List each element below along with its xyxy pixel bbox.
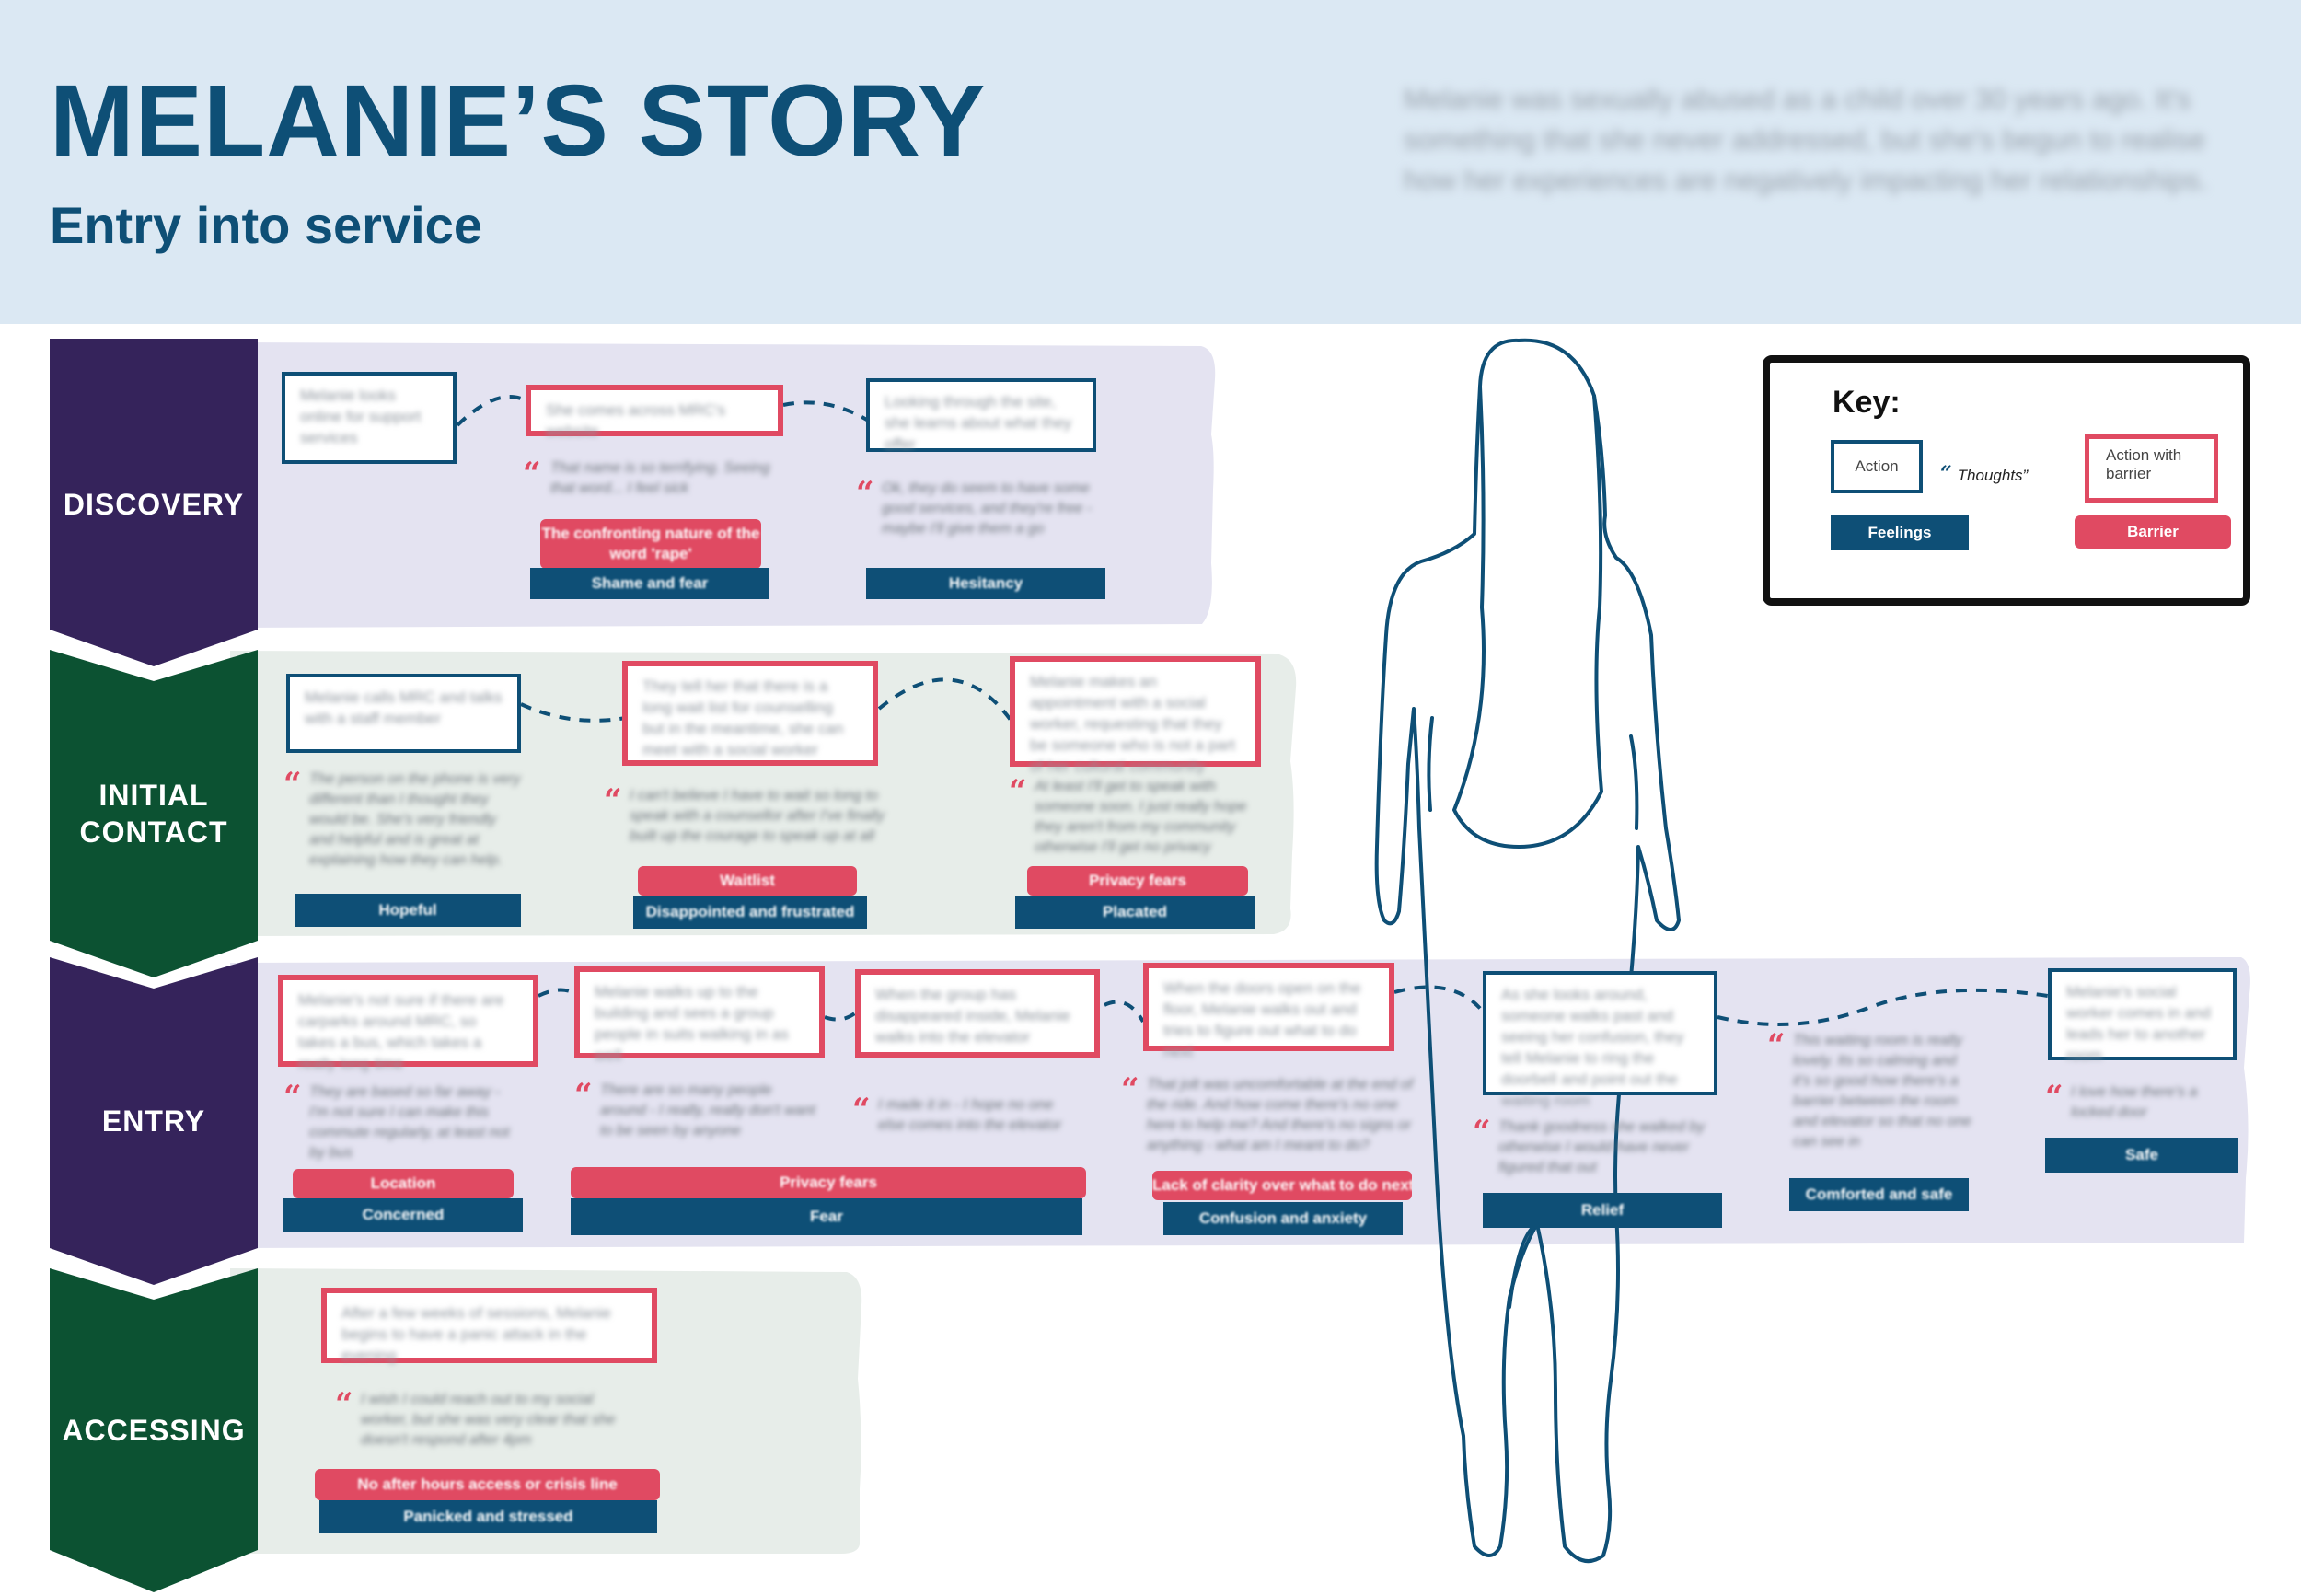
initial-contact-step-1-feeling: Hopeful: [295, 894, 521, 927]
initial-contact-step-2-barrier: Waitlist: [638, 866, 857, 896]
initial-contact-step-3-feeling: Placated: [1015, 896, 1255, 929]
discovery-step-2-thought: That name is so terrifying. Seeing that …: [550, 460, 770, 496]
entry-step-1-thought: They are based so far away - I'm not sur…: [309, 1084, 510, 1161]
accessing-step-1-feeling: Panicked and stressed: [319, 1500, 657, 1533]
stage-entry-label: ENTRY: [101, 1104, 206, 1138]
accessing-step-1-barrier: No after hours access or crisis line: [315, 1469, 660, 1500]
step-text: They tell her that there is a long wait …: [642, 677, 844, 758]
entry-step-6-thought: This waiting room is really lovely. Its …: [1793, 1033, 1971, 1150]
initial-contact-step-1-action: Melanie calls MRC and talks with a staff…: [286, 674, 521, 753]
quote-icon: “: [852, 1092, 871, 1128]
key-action-swatch: Action: [1831, 440, 1923, 493]
step-text: Melanie makes an appointment with a soci…: [1030, 673, 1236, 775]
legend-key: Key: Action “Thoughts” Action with barri…: [1763, 355, 2250, 606]
quote-icon: “: [335, 1386, 353, 1423]
quote-icon: “: [604, 782, 622, 819]
discovery-step-3-feeling: Hesitancy: [866, 568, 1105, 599]
stage-discovery-chevron: DISCOVERY: [50, 339, 260, 670]
quote-icon: “: [1009, 773, 1027, 810]
step-text: Looking through the site, she learns abo…: [885, 393, 1072, 453]
quote-icon: “: [283, 766, 302, 803]
header-banner: [0, 0, 2301, 324]
entry-step-2-thought: There are so many people around - I real…: [600, 1082, 815, 1139]
step-text: Melanie's not sure if there are carparks…: [298, 991, 504, 1072]
intro-text: Melanie was sexually abused as a child o…: [1404, 83, 2208, 196]
initial-contact-step-3-thought: At least I'll get to speak with someone …: [1035, 779, 1247, 855]
step-text: When the group has disappeared inside, M…: [875, 986, 1070, 1046]
step-text: Melanie calls MRC and talks with a staff…: [305, 688, 503, 727]
key-feelings-swatch: Feelings: [1831, 515, 1969, 550]
entry-step-7-feeling: Safe: [2045, 1138, 2238, 1173]
quote-icon: “: [1940, 462, 1952, 486]
discovery-step-3-action: Looking through the site, she learns abo…: [866, 378, 1096, 453]
quote-icon: “: [523, 456, 541, 492]
initial-contact-step-2-thought: I can't believe I have to wait so long t…: [630, 788, 885, 844]
quote-icon: “: [1121, 1071, 1139, 1108]
discovery-step-1-action: Melanie looks online for support service…: [282, 372, 457, 464]
initial-contact-step-3-barrier: Privacy fears: [1027, 866, 1248, 896]
entry-step-4-thought: That jolt was uncomfortable at the end o…: [1147, 1077, 1414, 1153]
entry-step-3-action: When the group has disappeared inside, M…: [855, 969, 1100, 1058]
entry-step-5-feeling: Relief: [1483, 1193, 1722, 1228]
discovery-step-2-action: She comes across MRC's website: [526, 385, 783, 440]
stage-accessing-chevron: ACCESSING: [50, 1268, 260, 1596]
page-subtitle: Entry into service: [50, 196, 482, 254]
quote-icon: “: [856, 475, 874, 512]
entry-step-2-feeling: Fear: [571, 1198, 1082, 1235]
entry-step-4-action: When the doors open on the floor, Melani…: [1143, 963, 1394, 1060]
key-title: Key:: [1833, 385, 1901, 420]
discovery-step-2-barrier: The confronting nature of the word 'rape…: [540, 519, 761, 569]
stage-entry-chevron: ENTRY: [50, 957, 260, 1289]
discovery-step-2-feeling: Shame and fear: [530, 568, 769, 599]
step-text: Melanie's social worker comes in and lea…: [2066, 983, 2211, 1064]
accessing-step-1-action: After a few weeks of sessions, Melanie b…: [321, 1288, 657, 1364]
initial-contact-step-2-feeling: Disappointed and frustrated: [633, 896, 867, 929]
entry-step-4-feeling: Confusion and anxiety: [1163, 1202, 1403, 1235]
step-text: Melanie walks up to the building and see…: [595, 983, 789, 1064]
key-thoughts-label: Thoughts: [1957, 467, 2023, 484]
page-title: MELANIE’S STORY: [50, 64, 987, 178]
key-thoughts: “Thoughts”: [1940, 462, 2029, 486]
accessing-step-1-thought: I wish I could reach out to my social wo…: [361, 1392, 616, 1448]
entry-step-3-thought: I made it in - I hope no one else comes …: [878, 1097, 1062, 1133]
initial-contact-step-1-thought: The person on the phone is very differen…: [309, 771, 521, 868]
quote-icon: “: [574, 1077, 593, 1114]
entry-step-7-thought: I love how there's a locked door: [2071, 1084, 2198, 1120]
step-text: She comes across MRC's website: [546, 401, 726, 440]
quote-icon: “: [1473, 1114, 1491, 1151]
entry-step-5-thought: Thank goodness she walked by otherwise I…: [1498, 1119, 1706, 1175]
key-barrier-swatch: Barrier: [2075, 515, 2231, 549]
step-text: After a few weeks of sessions, Melanie b…: [341, 1304, 611, 1364]
entry-step-2-barrier: Privacy fears: [571, 1167, 1086, 1198]
entry-step-5-action: As she looks around, someone walks past …: [1483, 971, 1717, 1109]
quote-icon: “: [1767, 1027, 1786, 1064]
entry-step-4-barrier: Lack of clarity over what to do next: [1152, 1171, 1412, 1200]
quote-icon: “: [283, 1079, 302, 1116]
entry-step-1-feeling: Concerned: [283, 1198, 523, 1232]
entry-step-7-action: Melanie's social worker comes in and lea…: [2048, 968, 2237, 1064]
entry-step-6-feeling: Comforted and safe: [1789, 1178, 1969, 1211]
entry-step-1-barrier: Location: [293, 1169, 514, 1198]
step-text: When the doors open on the floor, Melani…: [1163, 979, 1361, 1060]
entry-step-1-action: Melanie's not sure if there are carparks…: [278, 975, 538, 1072]
stage-accessing-label: ACCESSING: [62, 1414, 246, 1447]
stage-discovery-label: DISCOVERY: [63, 488, 245, 521]
quote-icon: “: [2045, 1079, 2064, 1116]
entry-step-2-action: Melanie walks up to the building and see…: [574, 966, 825, 1064]
initial-contact-step-2-action: They tell her that there is a long wait …: [622, 661, 878, 766]
key-barrier-action-swatch: Action with barrier: [2085, 434, 2218, 503]
discovery-step-3-thought: Ok, they do seem to have some good servi…: [882, 480, 1093, 537]
initial-contact-step-3-action: Melanie makes an appointment with a soci…: [1010, 656, 1261, 775]
walking-woman-illustration: [1374, 338, 1681, 1564]
step-text: As she looks around, someone walks past …: [1501, 986, 1684, 1109]
step-text: Melanie looks online for support service…: [300, 387, 422, 446]
